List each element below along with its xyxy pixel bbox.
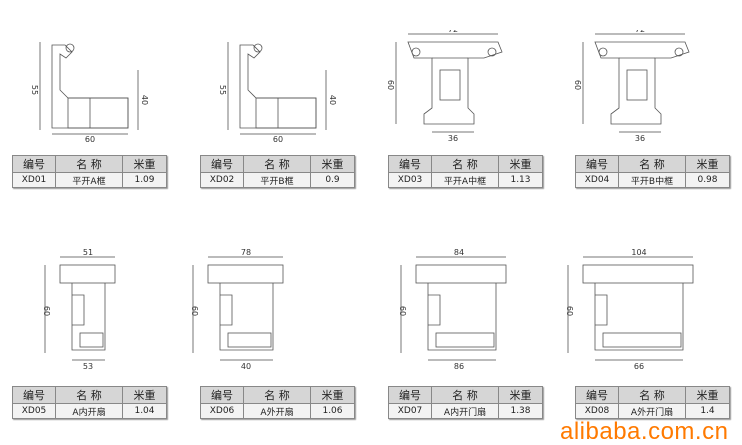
profile-cross-section: 104 60 66 [565, 248, 694, 371]
header-cell: 编号 [12, 155, 56, 173]
profile-name: 平开A中框 [431, 172, 499, 188]
profile-cross-section: 78 60 40 [190, 248, 284, 371]
header-cell: 编号 [200, 386, 244, 404]
profile-weight: 1.06 [310, 403, 355, 419]
dimension-top: 78 [241, 248, 251, 257]
profile-code: XD03 [388, 172, 432, 188]
dimension-bottom: 40 [241, 362, 251, 371]
profile-code: XD02 [200, 172, 244, 188]
header-cell: 编号 [388, 155, 432, 173]
profile-cross-section: 51 60 53 [42, 248, 116, 371]
profile-name: A内开扇 [55, 403, 123, 419]
dimension-top: 72 [448, 30, 458, 34]
header-cell: 名 称 [55, 155, 123, 173]
profile-name: A外开门扇 [618, 403, 686, 419]
header-cell: 编号 [12, 386, 56, 404]
profile-name: A外开扇 [243, 403, 311, 419]
header-cell: 米重 [310, 155, 355, 173]
dimension-top: 51 [83, 248, 93, 257]
profile-code: XD05 [12, 403, 56, 419]
dimension-bottom: 36 [635, 134, 645, 143]
header-cell: 米重 [122, 155, 167, 173]
dimension-left: 55 [30, 85, 39, 95]
header-cell: 名 称 [431, 155, 499, 173]
header-cell: 编号 [200, 155, 244, 173]
header-cell: 名 称 [618, 386, 686, 404]
profile-weight: 1.13 [498, 172, 543, 188]
header-cell: 编号 [575, 386, 619, 404]
profile-weight: 1.4 [685, 403, 730, 419]
dimension-left: 60 [42, 306, 51, 316]
profile-weight: 1.04 [122, 403, 167, 419]
dimension-left: 60 [190, 306, 199, 316]
dimension-bottom: 60 [85, 135, 95, 144]
dimension-top: 72 [635, 30, 645, 34]
profile-cross-section: 55 40 60 [30, 42, 149, 144]
header-cell: 米重 [685, 386, 730, 404]
header-cell: 编号 [388, 386, 432, 404]
profile-code: XD04 [575, 172, 619, 188]
header-cell: 米重 [685, 155, 730, 173]
dimension-bottom: 60 [273, 135, 283, 144]
header-cell: 名 称 [243, 386, 311, 404]
dimension-bottom: 36 [448, 134, 458, 143]
dimension-left: 60 [386, 80, 395, 90]
header-cell: 米重 [498, 386, 543, 404]
header-cell: 米重 [310, 386, 355, 404]
profile-weight: 0.9 [310, 172, 355, 188]
header-cell: 编号 [575, 155, 619, 173]
profile-weight: 1.09 [122, 172, 167, 188]
profile-cross-section: 72 60 36 [386, 30, 503, 143]
dimension-right: 40 [328, 95, 337, 105]
dimension-left: 60 [565, 306, 574, 316]
profile-code: XD08 [575, 403, 619, 419]
dimension-right: 40 [140, 95, 149, 105]
header-cell: 米重 [498, 155, 543, 173]
profile-cross-section: 55 40 60 [218, 42, 337, 144]
dimension-left: 60 [398, 306, 407, 316]
profile-name: A内开门扇 [431, 403, 499, 419]
profile-code: XD01 [12, 172, 56, 188]
profile-code: XD07 [388, 403, 432, 419]
header-cell: 名 称 [431, 386, 499, 404]
profile-name: 平开B中框 [618, 172, 686, 188]
header-cell: 名 称 [243, 155, 311, 173]
header-cell: 米重 [122, 386, 167, 404]
profile-name: 平开A框 [55, 172, 123, 188]
dimension-bottom: 66 [634, 362, 644, 371]
profile-name: 平开B框 [243, 172, 311, 188]
dimension-top: 84 [454, 248, 464, 257]
dimension-bottom: 53 [83, 362, 93, 371]
watermark: alibaba.com.cn [560, 418, 729, 445]
profile-code: XD06 [200, 403, 244, 419]
dimension-left: 60 [573, 80, 582, 90]
dimension-left: 55 [218, 85, 227, 95]
header-cell: 名 称 [618, 155, 686, 173]
dimension-bottom: 86 [454, 362, 464, 371]
profile-weight: 1.38 [498, 403, 543, 419]
profile-cross-section: 72 60 36 [573, 30, 690, 143]
profile-cross-section: 84 60 86 [398, 248, 507, 371]
profile-weight: 0.98 [685, 172, 730, 188]
dimension-top: 104 [631, 248, 646, 257]
header-cell: 名 称 [55, 386, 123, 404]
